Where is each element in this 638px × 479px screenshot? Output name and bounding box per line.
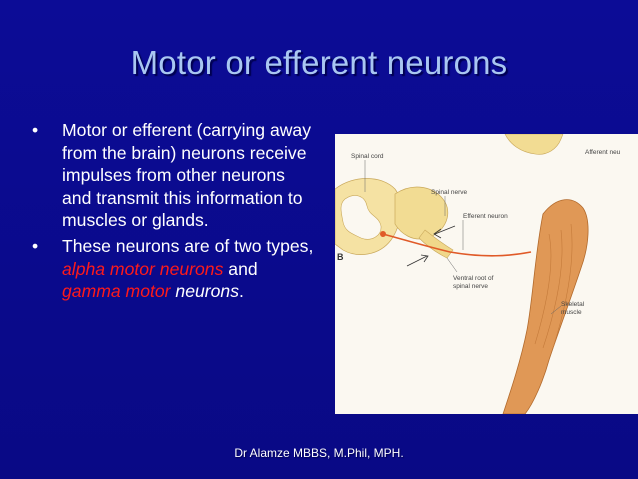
muscle-striation <box>534 233 552 345</box>
bullet-marker: • <box>32 120 39 140</box>
bullet-list: • Motor or efferent (carrying away from … <box>22 119 314 306</box>
spinal-nerve-root <box>394 186 449 240</box>
muscle-striation <box>542 229 563 349</box>
gray-matter <box>340 195 382 240</box>
slide-footer: Dr Alamze MBBS, M.Phil, MPH. <box>234 446 404 460</box>
bullet-text: Motor or efferent (carrying away from th… <box>62 120 312 231</box>
label-spinal-nerve: Spinal nerve <box>431 189 468 196</box>
motor-neuron-illustration: Spinal cord Afferent neu Spinal nerve Ef… <box>335 134 621 414</box>
label-ventral-root-2: spinal nerve <box>453 283 488 290</box>
slide-title: Motor or efferent neurons <box>130 44 508 81</box>
label-skeletal: Skeletal <box>561 301 585 308</box>
alpha-motor-neurons-highlight: alpha motor neurons <box>62 258 224 279</box>
label-muscle: muscle <box>561 309 582 316</box>
skeletal-muscle-shape <box>502 199 589 414</box>
arrow-icon <box>406 255 428 267</box>
label-ventral-root: Ventral root of <box>453 275 494 282</box>
efferent-fiber <box>382 233 532 257</box>
label-panel-b: B <box>337 252 344 262</box>
bullet-text-and: and <box>223 258 258 279</box>
bullet-marker: • <box>32 235 39 256</box>
neurons-italic: neurons <box>170 281 239 302</box>
arrow-icon <box>433 228 442 239</box>
label-efferent-neuron: Efferent neuron <box>463 213 508 220</box>
bullet-item: • These neurons are of two types, alpha … <box>22 235 314 303</box>
label-afferent: Afferent neu <box>585 149 621 156</box>
upper-spinal-segment <box>504 134 564 155</box>
arrow-icon <box>434 225 456 235</box>
muscle-striation <box>552 223 573 349</box>
bullet-item: • Motor or efferent (carrying away from … <box>22 119 314 232</box>
gamma-motor-highlight: gamma motor <box>62 281 171 302</box>
leader-line <box>446 257 458 273</box>
bullet-period: . <box>239 281 244 302</box>
arrow-icon <box>420 254 429 263</box>
bullet-text-intro: These neurons are of two types, <box>62 235 314 256</box>
label-spinal-cord: Spinal cord <box>351 153 384 160</box>
neuron-cell-body <box>380 231 386 237</box>
leader-line <box>550 305 562 315</box>
neuron-diagram-image: Spinal cord Afferent neu Spinal nerve Ef… <box>335 134 638 414</box>
